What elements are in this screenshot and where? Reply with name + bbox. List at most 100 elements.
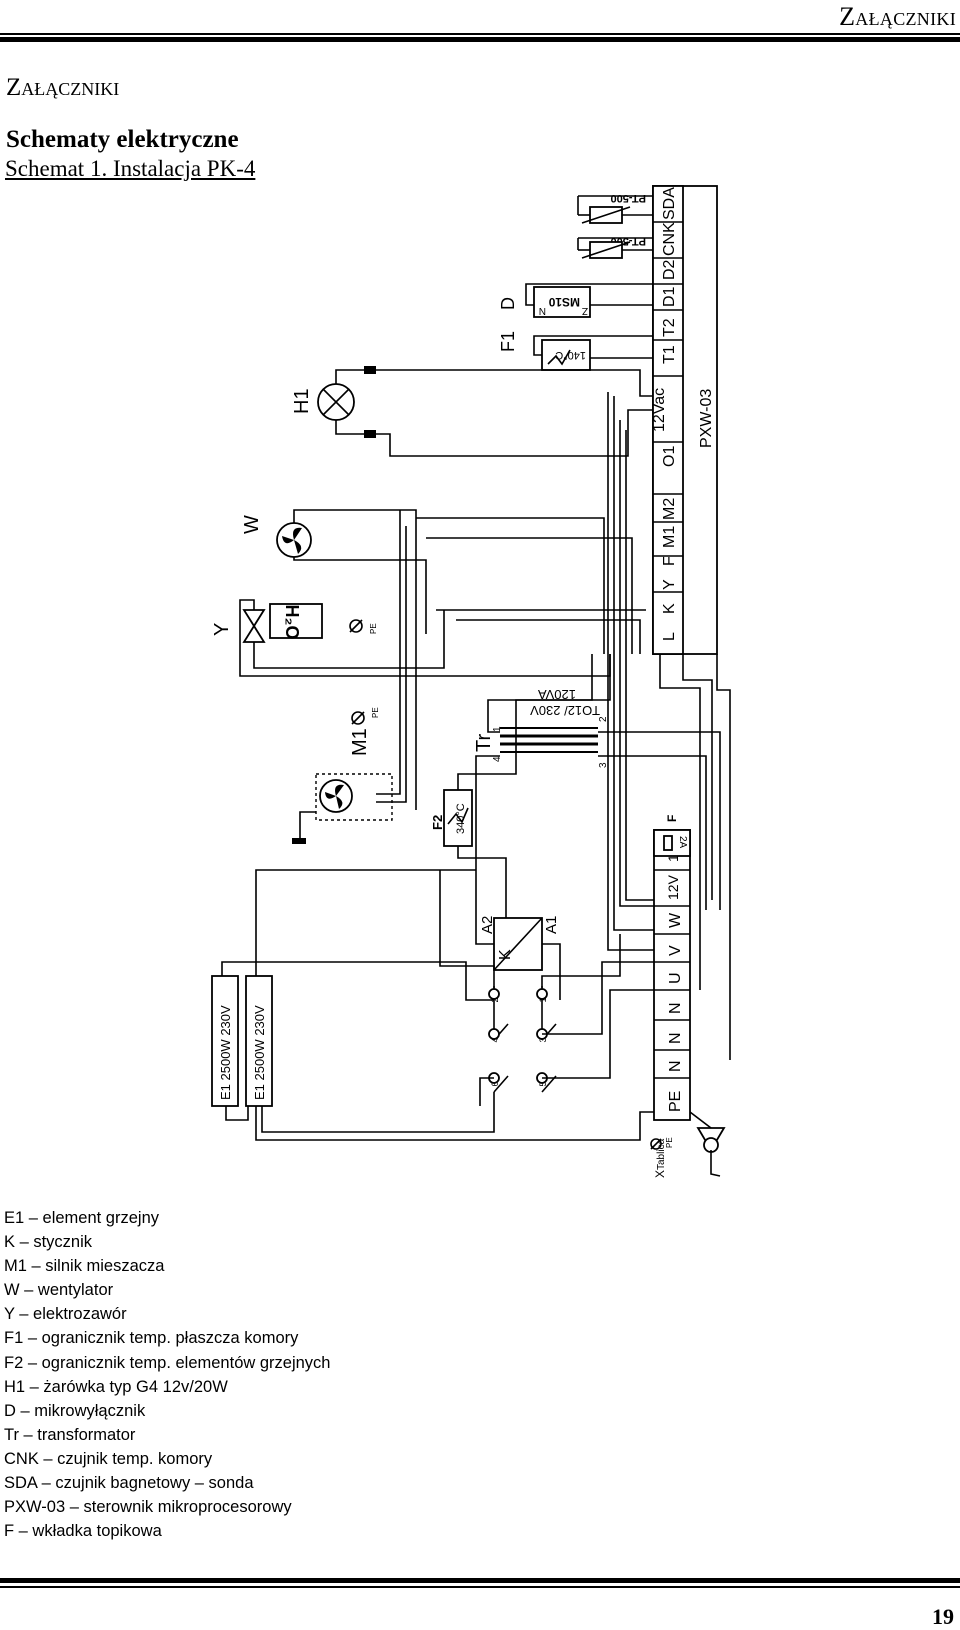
mixer-motor-m1: M1 PE <box>292 510 407 844</box>
footer-rule-thin <box>0 1586 960 1588</box>
thermostat-f1: 140°C F1 <box>498 331 653 371</box>
page-number: 19 <box>932 1604 954 1629</box>
w-label: W <box>241 515 263 534</box>
terminal-label-D2: D2 <box>661 259 678 280</box>
terminal-label-D1: D1 <box>661 286 678 307</box>
svg-text:A2: A2 <box>479 916 496 934</box>
pt500-sensor-cnk: PT-500 <box>577 235 653 259</box>
svg-text:A1: A1 <box>543 916 560 934</box>
tr-label: Tr <box>473 734 495 752</box>
pt500-sensor-sda: PT-500 <box>577 192 653 224</box>
svg-text:PE: PE <box>665 1137 674 1148</box>
f1-label: F1 <box>498 331 518 352</box>
svg-text:N: N <box>667 1032 684 1044</box>
svg-text:3: 3 <box>538 1037 548 1042</box>
terminal-label-F: F <box>661 556 678 566</box>
legend-item: Y – elektrozawór <box>4 1305 127 1324</box>
h1-label: H1 <box>291 388 313 414</box>
svg-text:V: V <box>667 945 684 956</box>
legend-item: M1 – silnik mieszacza <box>4 1257 165 1276</box>
m1-label: M1 <box>349 728 371 756</box>
footer-rule-thick <box>0 1578 960 1583</box>
lamp-h1: H1 <box>291 366 653 457</box>
header-rule-thin <box>0 33 960 35</box>
svg-text:X: X <box>653 1170 667 1178</box>
fan-w: W <box>241 515 312 558</box>
transformer-tr: Tr TO12/ 230V 120VA 1 2 3 4 <box>473 654 721 910</box>
svg-text:340°C: 340°C <box>455 803 467 834</box>
legend-item: CNK – czujnik temp. komory <box>4 1449 213 1468</box>
svg-text:1: 1 <box>538 997 548 1002</box>
legend-item: K – stycznik <box>4 1233 93 1252</box>
legend-list: E1 – element grzejny K – stycznik M1 – s… <box>4 1206 331 1543</box>
terminal-label-CNK: CNK <box>661 222 678 256</box>
fuse-label: F <box>665 815 679 822</box>
running-header: Załączniki <box>839 2 956 31</box>
legend-item: SDA – czujnik bagnetowy – sonda <box>4 1474 254 1493</box>
controller-pxw03: PXW-03 L K Y F M1 M2 O1 12Vac T1 T2 D1 D… <box>651 185 718 655</box>
svg-text:E1 2500W 230V: E1 2500W 230V <box>218 1005 233 1100</box>
svg-text:4: 4 <box>490 1037 500 1042</box>
svg-text:2A: 2A <box>677 836 688 849</box>
svg-text:5: 5 <box>538 1081 548 1086</box>
ms10-label: MS10 <box>548 295 580 309</box>
terminal-strip: PE N N N U V W 12V 12V <box>653 829 691 1121</box>
svg-text:3: 3 <box>598 762 609 768</box>
terminal-label-M1: M1 <box>661 526 678 548</box>
svg-text:PE: PE <box>369 623 378 634</box>
contactor-k: K A2 A1 2 1 4 3 6 5 <box>439 870 654 1106</box>
svg-text:12V: 12V <box>665 874 681 900</box>
terminal-label-T1: T1 <box>661 345 678 364</box>
legend-item: F – wkładka topikowa <box>4 1522 162 1541</box>
svg-text:N: N <box>667 1002 684 1014</box>
svg-text:U: U <box>667 972 684 984</box>
svg-text:PT-500: PT-500 <box>611 192 646 204</box>
heating-elements-e1: E1 2500W 230V E1 2500W 230V <box>211 869 654 1141</box>
svg-text:4: 4 <box>492 756 503 762</box>
tablica-ground: PE Tablica X <box>650 1111 726 1178</box>
contact-set: 2 1 4 3 6 5 <box>488 986 557 1093</box>
svg-text:E1 2500W 230V: E1 2500W 230V <box>252 1005 267 1100</box>
terminal-label-Y: Y <box>661 579 678 590</box>
svg-text:Z: Z <box>582 305 588 316</box>
terminal-label-M2: M2 <box>661 498 678 520</box>
svg-text:K: K <box>497 949 514 960</box>
terminal-label-T2: T2 <box>661 318 678 337</box>
terminal-label-K: K <box>661 603 678 614</box>
legend-item: D – mikrowyłącznik <box>4 1401 146 1420</box>
svg-text:Tablica: Tablica <box>656 1138 667 1170</box>
legend-item: F2 – ogranicznik temp. elementów grzejny… <box>4 1353 331 1372</box>
legend-item: H1 – żarówka typ G4 12v/20W <box>4 1377 228 1396</box>
svg-text:PE: PE <box>371 707 380 718</box>
d-label: D <box>498 297 518 310</box>
subsection-title: Schematy elektryczne <box>6 126 239 153</box>
y-label: Y <box>211 623 233 636</box>
svg-text:N: N <box>667 1060 684 1072</box>
h2o-label: H₂O <box>282 605 302 640</box>
svg-text:TO12/ 230V: TO12/ 230V <box>530 703 600 718</box>
legend-item: Tr – transformator <box>4 1425 136 1444</box>
svg-text:N: N <box>539 305 546 316</box>
legend-item: F1 – ogranicznik temp. płaszcza komory <box>4 1329 299 1348</box>
svg-text:W: W <box>667 912 684 928</box>
valve-y: H₂O Y PE <box>211 603 378 643</box>
microswitch-d: MS10 N Z D <box>498 283 653 318</box>
legend-item: W – wentylator <box>4 1281 114 1300</box>
svg-text:120VA: 120VA <box>538 687 576 702</box>
f2-label: F2 <box>430 815 445 830</box>
thermostat-f2: 340°C F2 <box>430 654 611 960</box>
header-rule-thick <box>0 37 960 42</box>
terminal-label-SDA: SDA <box>661 187 678 220</box>
legend-item: PXW-03 – sterownik mikroprocesorowy <box>4 1498 292 1517</box>
section-title: Załączniki <box>6 74 120 101</box>
legend-item: E1 – element grzejny <box>4 1209 160 1227</box>
svg-text:PE: PE <box>667 1091 684 1112</box>
svg-text:2: 2 <box>598 716 609 722</box>
fuse-f: 2A F <box>653 815 691 857</box>
svg-text:140°C: 140°C <box>555 349 586 361</box>
terminal-label-L: L <box>661 632 678 641</box>
svg-text:6: 6 <box>490 1081 500 1086</box>
terminal-label-O1: O1 <box>661 446 678 467</box>
svg-text:1: 1 <box>492 726 503 732</box>
controller-model-label: PXW-03 <box>698 389 715 448</box>
